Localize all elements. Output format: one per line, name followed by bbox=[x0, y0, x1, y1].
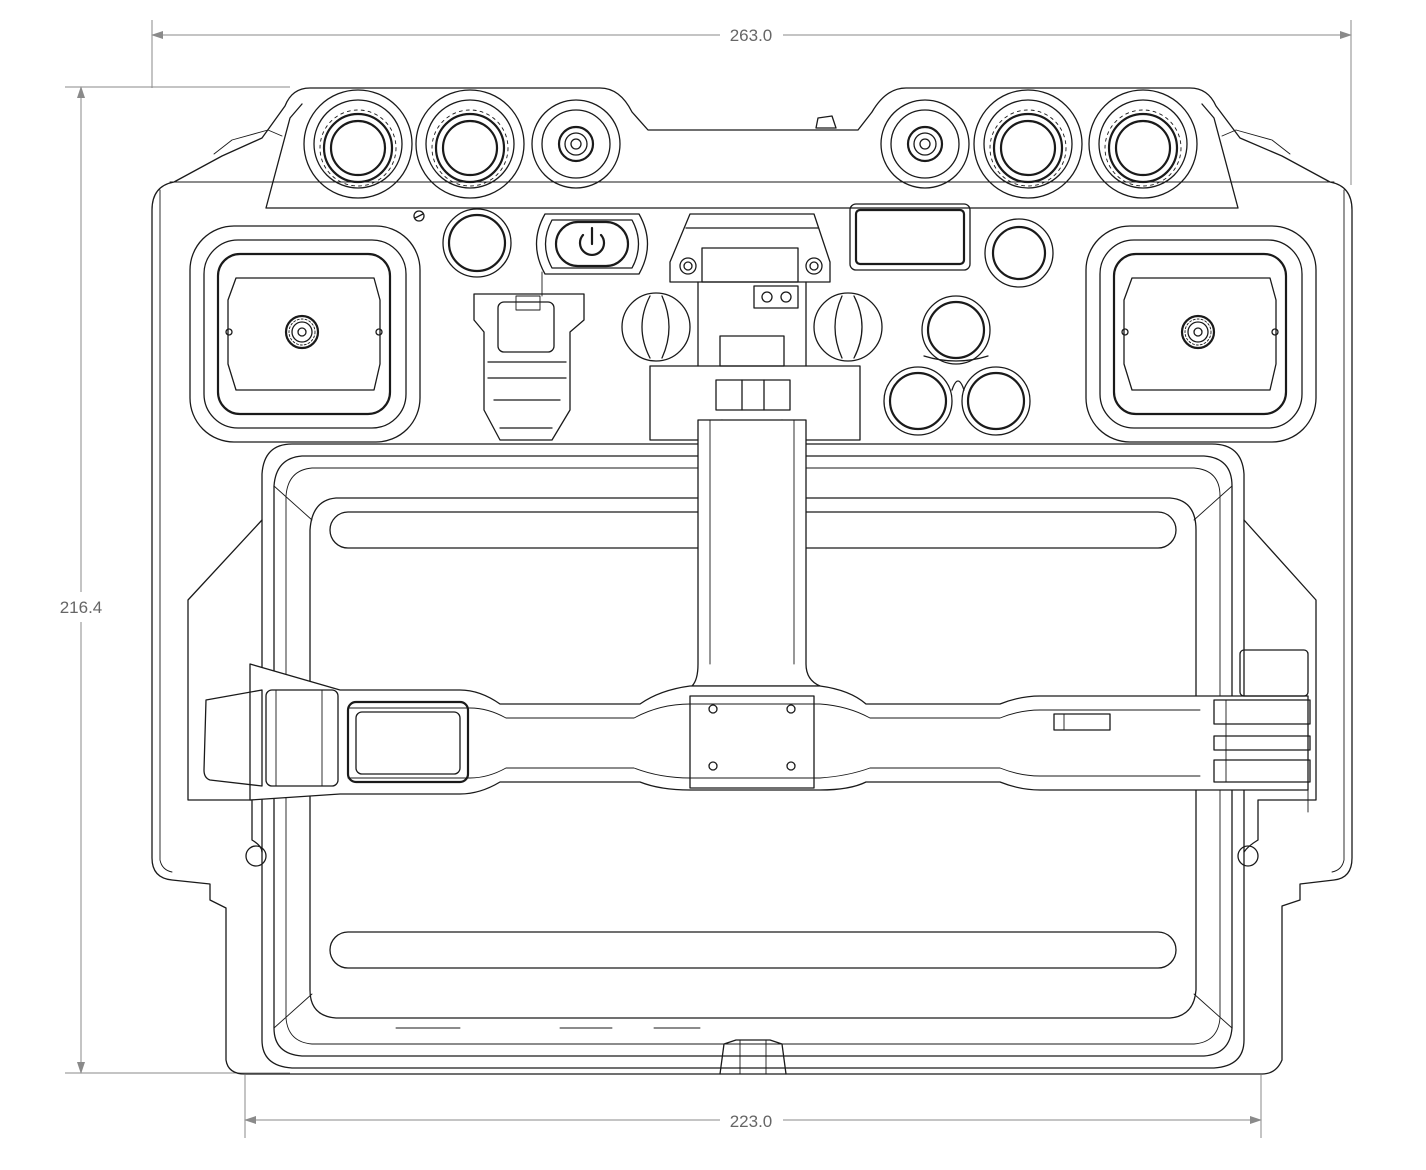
dimension-bottom-width: 223.0 bbox=[244, 1075, 1262, 1138]
socket-cluster bbox=[883, 295, 1031, 436]
display-window bbox=[849, 203, 971, 271]
power-button bbox=[535, 213, 649, 275]
small-port-icon bbox=[880, 99, 970, 189]
knurled-knob-icon bbox=[303, 89, 413, 199]
knurled-knob-icon bbox=[415, 89, 525, 199]
dimension-left-height: 216.4 bbox=[60, 86, 290, 1074]
lid-tray bbox=[187, 443, 1317, 1075]
screw-icon bbox=[1180, 314, 1216, 350]
dimension-top-width: 263.0 bbox=[151, 20, 1352, 185]
front-panel bbox=[413, 203, 1054, 441]
left-speaker bbox=[189, 225, 421, 443]
right-speaker bbox=[1085, 225, 1317, 443]
left-vent-knob bbox=[621, 292, 691, 362]
carry-handle bbox=[203, 419, 1311, 827]
knurled-knob-icon bbox=[973, 89, 1083, 199]
center-mount bbox=[649, 213, 861, 441]
top-connectors bbox=[303, 89, 1198, 199]
round-button bbox=[984, 218, 1054, 288]
base-width-label: 223.0 bbox=[730, 1112, 773, 1131]
overall-width-label: 263.0 bbox=[730, 26, 773, 45]
knurled-knob-icon bbox=[1088, 89, 1198, 199]
screw-icon bbox=[284, 314, 320, 350]
power-icon bbox=[578, 226, 606, 257]
small-port-icon bbox=[531, 99, 621, 189]
overall-height-label: 216.4 bbox=[60, 598, 103, 617]
round-button bbox=[442, 208, 512, 278]
ethernet-port bbox=[473, 271, 585, 441]
right-vent-knob bbox=[813, 292, 883, 362]
